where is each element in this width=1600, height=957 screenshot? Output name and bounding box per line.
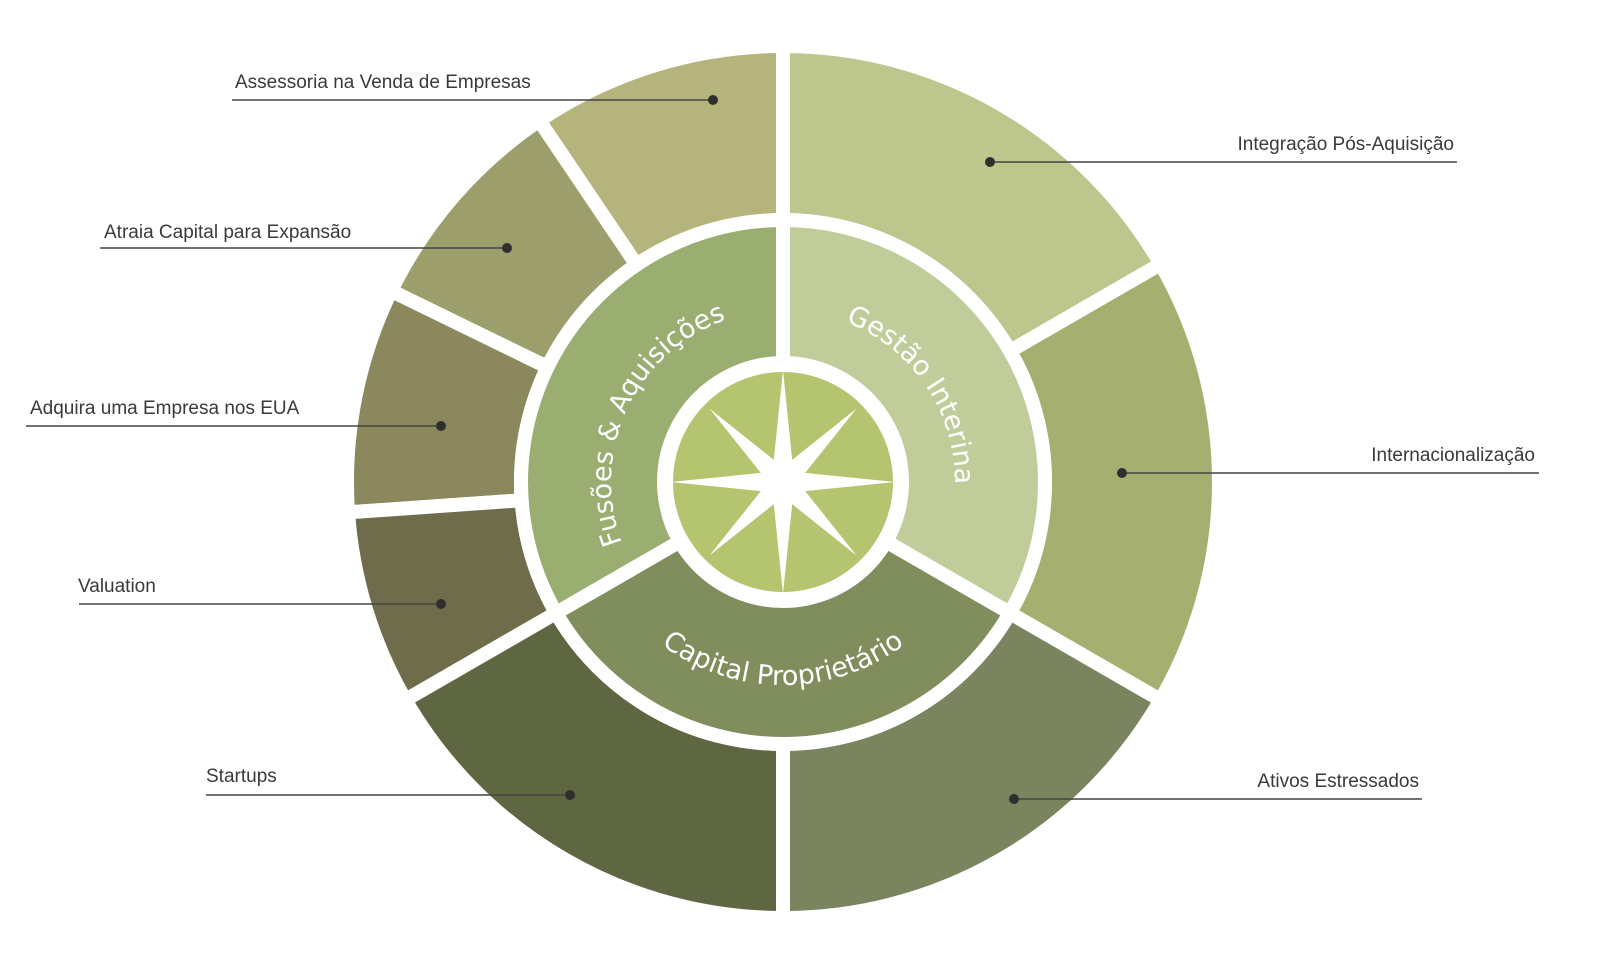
service-label: Assessoria na Venda de Empresas [235, 72, 531, 93]
leader-dot [1117, 468, 1127, 478]
callout: Atraia Capital para Expansão [100, 222, 512, 253]
callout: Internacionalização [1117, 445, 1539, 478]
callout: Integração Pós-Aquisição [985, 134, 1457, 167]
service-label: Startups [206, 766, 277, 787]
leader-dot [1009, 794, 1019, 804]
service-label: Adquira uma Empresa nos EUA [30, 398, 300, 419]
leader-dot [708, 95, 718, 105]
leader-dot [436, 599, 446, 609]
callout: Valuation [78, 576, 446, 609]
service-label: Integração Pós-Aquisição [1237, 134, 1454, 155]
service-label: Atraia Capital para Expansão [104, 222, 351, 243]
leader-dot [502, 243, 512, 253]
callout: Assessoria na Venda de Empresas [232, 72, 718, 105]
leader-dot [565, 790, 575, 800]
leader-dot [985, 157, 995, 167]
service-label: Valuation [78, 576, 156, 597]
callout: Adquira uma Empresa nos EUA [26, 398, 446, 431]
service-label: Internacionalização [1371, 445, 1535, 466]
leader-dot [436, 421, 446, 431]
callout: Startups [206, 766, 575, 800]
callout: Ativos Estressados [1009, 771, 1422, 804]
compass-star-icon [671, 370, 895, 594]
center-compass [657, 356, 909, 608]
service-label: Ativos Estressados [1257, 771, 1419, 792]
